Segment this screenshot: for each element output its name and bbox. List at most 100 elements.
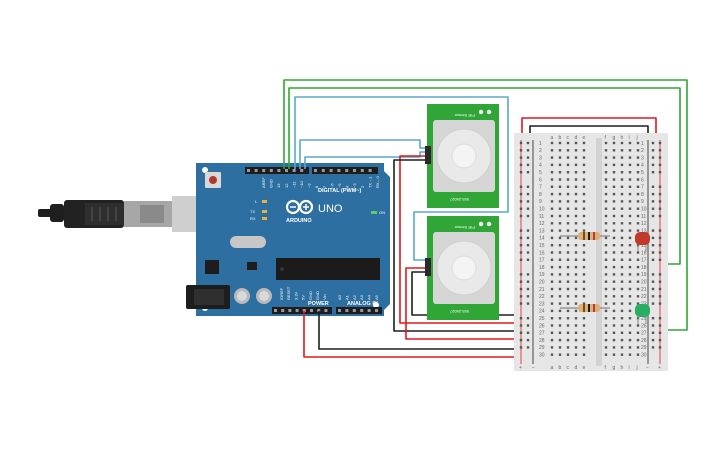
power-jack — [186, 285, 230, 309]
breadboard-row-label: 4 — [539, 163, 542, 169]
breadboard-row-label: 18 — [641, 265, 647, 271]
wire-rail-red — [521, 117, 657, 139]
breadboard-row-label: 2 — [539, 148, 542, 154]
breadboard-row-label: 25 — [641, 316, 647, 322]
breadboard-row-label: 1 — [641, 141, 644, 147]
voltage-regulator — [205, 260, 219, 274]
wire-pir2-red — [405, 267, 520, 340]
breadboard-col-label: d — [575, 135, 578, 141]
analog-header-label: ANALOG IN — [347, 301, 378, 307]
breadboard-row-label: 27 — [539, 331, 545, 337]
pin-label-top: ~3 — [352, 183, 357, 188]
breadboard-col-label: j — [636, 135, 638, 141]
pir-sensor[interactable]: 555-28027 PIR Sensor — [425, 104, 499, 208]
breadboard-row-label: 28 — [641, 338, 647, 344]
pin-label-top: ~6 — [329, 183, 334, 188]
pin-label-top: ~11 — [291, 181, 296, 188]
breadboard-col-label: f — [605, 135, 607, 141]
breadboard-row-label: 19 — [539, 272, 545, 278]
board-leds — [262, 200, 377, 220]
breadboard-row-label: 16 — [641, 250, 647, 256]
breadboard-row-label: 20 — [539, 280, 545, 286]
breadboard-row-label: 11 — [539, 214, 544, 220]
pin-label-analog: A5 — [374, 294, 379, 300]
usb-cable[interactable] — [38, 196, 202, 232]
breadboard-col-label: c — [567, 135, 570, 141]
rail-minus-label-right: − — [646, 365, 649, 371]
led-label-rx: RX — [250, 216, 256, 221]
breadboard-row-label: 2 — [641, 148, 644, 154]
resistor[interactable] — [560, 304, 610, 312]
breadboard-col-label: g — [613, 365, 616, 371]
rail-plus-label: + — [519, 365, 522, 371]
breadboard-col-label: h — [621, 135, 624, 141]
led-label-tx: TX — [250, 209, 255, 214]
breadboard-row-label: 8 — [539, 192, 542, 198]
pin-label-top: 7 — [322, 185, 327, 188]
breadboard-row-label: 22 — [539, 294, 545, 300]
breadboard-row-label: 15 — [641, 243, 647, 249]
breadboard-row-label: 20 — [641, 280, 647, 286]
breadboard-col-label: b — [559, 135, 562, 141]
breadboard-col-label: j — [636, 365, 638, 371]
arduino-uno-board[interactable]: L TX RX ON UNO ARDUINO DIGITAL (PWM~) PO… — [186, 163, 390, 316]
breadboard-row-label: 10 — [641, 207, 647, 213]
pin-label-power: GND — [315, 291, 320, 300]
pir-sensor-label: PIR Sensor — [454, 225, 475, 230]
breadboard-row-label: 26 — [539, 323, 545, 329]
board-model: UNO — [318, 203, 343, 215]
breadboard-row-label: 6 — [641, 177, 644, 183]
power-pin-header[interactable] — [272, 307, 382, 314]
pin-label-analog: A0 — [337, 294, 342, 300]
led-green[interactable] — [635, 304, 650, 324]
breadboard-row-label: 12 — [641, 221, 647, 227]
wire-black-gnd — [318, 311, 520, 350]
breadboard-row-label: 5 — [539, 170, 542, 176]
breadboard-row-label: 17 — [539, 258, 545, 264]
pin-label-analog: A1 — [344, 294, 349, 300]
breadboard-row-label: 14 — [539, 236, 545, 242]
breadboard-row-label: 7 — [641, 185, 644, 191]
pin-label-top: TX→1 — [367, 176, 372, 188]
breadboard-col-label: i — [629, 135, 630, 141]
led-red[interactable] — [635, 232, 650, 252]
wire-pir1-red — [399, 155, 520, 324]
breadboard-row-label: 13 — [641, 228, 647, 234]
breadboard-row-label: 17 — [641, 258, 647, 264]
breadboard-row-label: 29 — [539, 345, 545, 351]
reset-button[interactable] — [205, 172, 221, 188]
board-brand: ARDUINO — [286, 218, 312, 224]
pir-sensor[interactable]: 555-28027 PIR Sensor — [425, 216, 499, 320]
pin-label-power: 3.3V — [293, 291, 298, 300]
wire-teal-1 — [294, 96, 509, 261]
wire-pir1-black — [393, 159, 520, 332]
pin-label-top: ~5 — [337, 183, 342, 188]
breadboard-row-label: 24 — [539, 309, 545, 315]
breadboard-col-label: g — [613, 135, 616, 141]
breadboard-row-label: 3 — [539, 155, 542, 161]
breadboard-row-label: 11 — [641, 214, 646, 220]
wire-red-5v — [303, 311, 520, 358]
breadboard-row-label: 6 — [539, 177, 542, 183]
breadboard-row-label: 15 — [539, 243, 545, 249]
breadboard-row-label: 4 — [641, 163, 644, 169]
wire-teal-2 — [299, 139, 431, 169]
breadboard-row-label: 30 — [641, 353, 647, 359]
digital-pin-header[interactable] — [245, 167, 378, 174]
breadboard-row-label: 8 — [641, 192, 644, 198]
pin-label-top: 13 — [276, 183, 281, 188]
breadboard-row-label: 28 — [539, 338, 545, 344]
resistor[interactable] — [560, 232, 610, 240]
wire-rail-black — [529, 125, 649, 139]
on-label: ON — [379, 210, 385, 215]
breadboard-row-label: 26 — [641, 323, 647, 329]
breadboard-row-label: 7 — [539, 185, 542, 191]
breadboard-col-label: e — [583, 135, 586, 141]
breadboard-row-label: 12 — [539, 221, 545, 227]
pir-sensor-id: 555-28027 — [449, 197, 469, 202]
pin-label-top: GND — [269, 179, 274, 188]
breadboard-col-label: e — [583, 365, 586, 371]
breadboard-col-label: h — [621, 365, 624, 371]
